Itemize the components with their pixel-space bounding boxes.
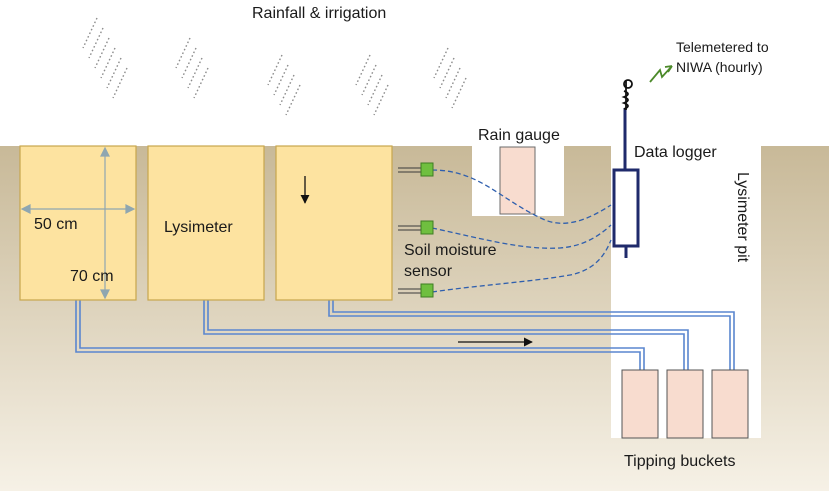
tipping-buckets-label: Tipping buckets	[624, 453, 735, 470]
rain-drops	[82, 17, 467, 116]
drainage-pipes	[75, 300, 611, 353]
antenna-icon	[621, 79, 633, 110]
rain-gauge	[499, 146, 536, 215]
soil-moisture-label-line2: sensor	[404, 263, 453, 280]
sensor-wires	[431, 169, 612, 293]
soil-moisture-label-line1: Soil moisture	[404, 242, 497, 259]
rain-gauge-label: Rain gauge	[478, 127, 560, 144]
soil-moisture-sensors	[398, 162, 434, 298]
lysimeter-3	[275, 145, 393, 301]
data-logger-label: Data logger	[634, 144, 717, 161]
telemetered-label-line2: NIWA (hourly)	[676, 59, 763, 75]
width-label: 50 cm	[34, 216, 78, 233]
lysimeter-pit-label: Lysimeter pit	[734, 172, 751, 263]
dimension-arrows	[20, 146, 136, 300]
lysimeter-2	[147, 145, 265, 301]
tipping-buckets	[621, 369, 749, 439]
telemetry-signal-icon	[649, 65, 673, 83]
depth-label: 70 cm	[70, 268, 114, 285]
data-logger	[612, 108, 640, 258]
telemetered-label-line1: Telemetered to	[676, 39, 769, 55]
lysimeter-1	[19, 145, 137, 301]
lysimeter-label: Lysimeter	[164, 219, 233, 236]
rainfall-label: Rainfall & irrigation	[252, 5, 386, 22]
pit-pipes	[611, 311, 735, 370]
